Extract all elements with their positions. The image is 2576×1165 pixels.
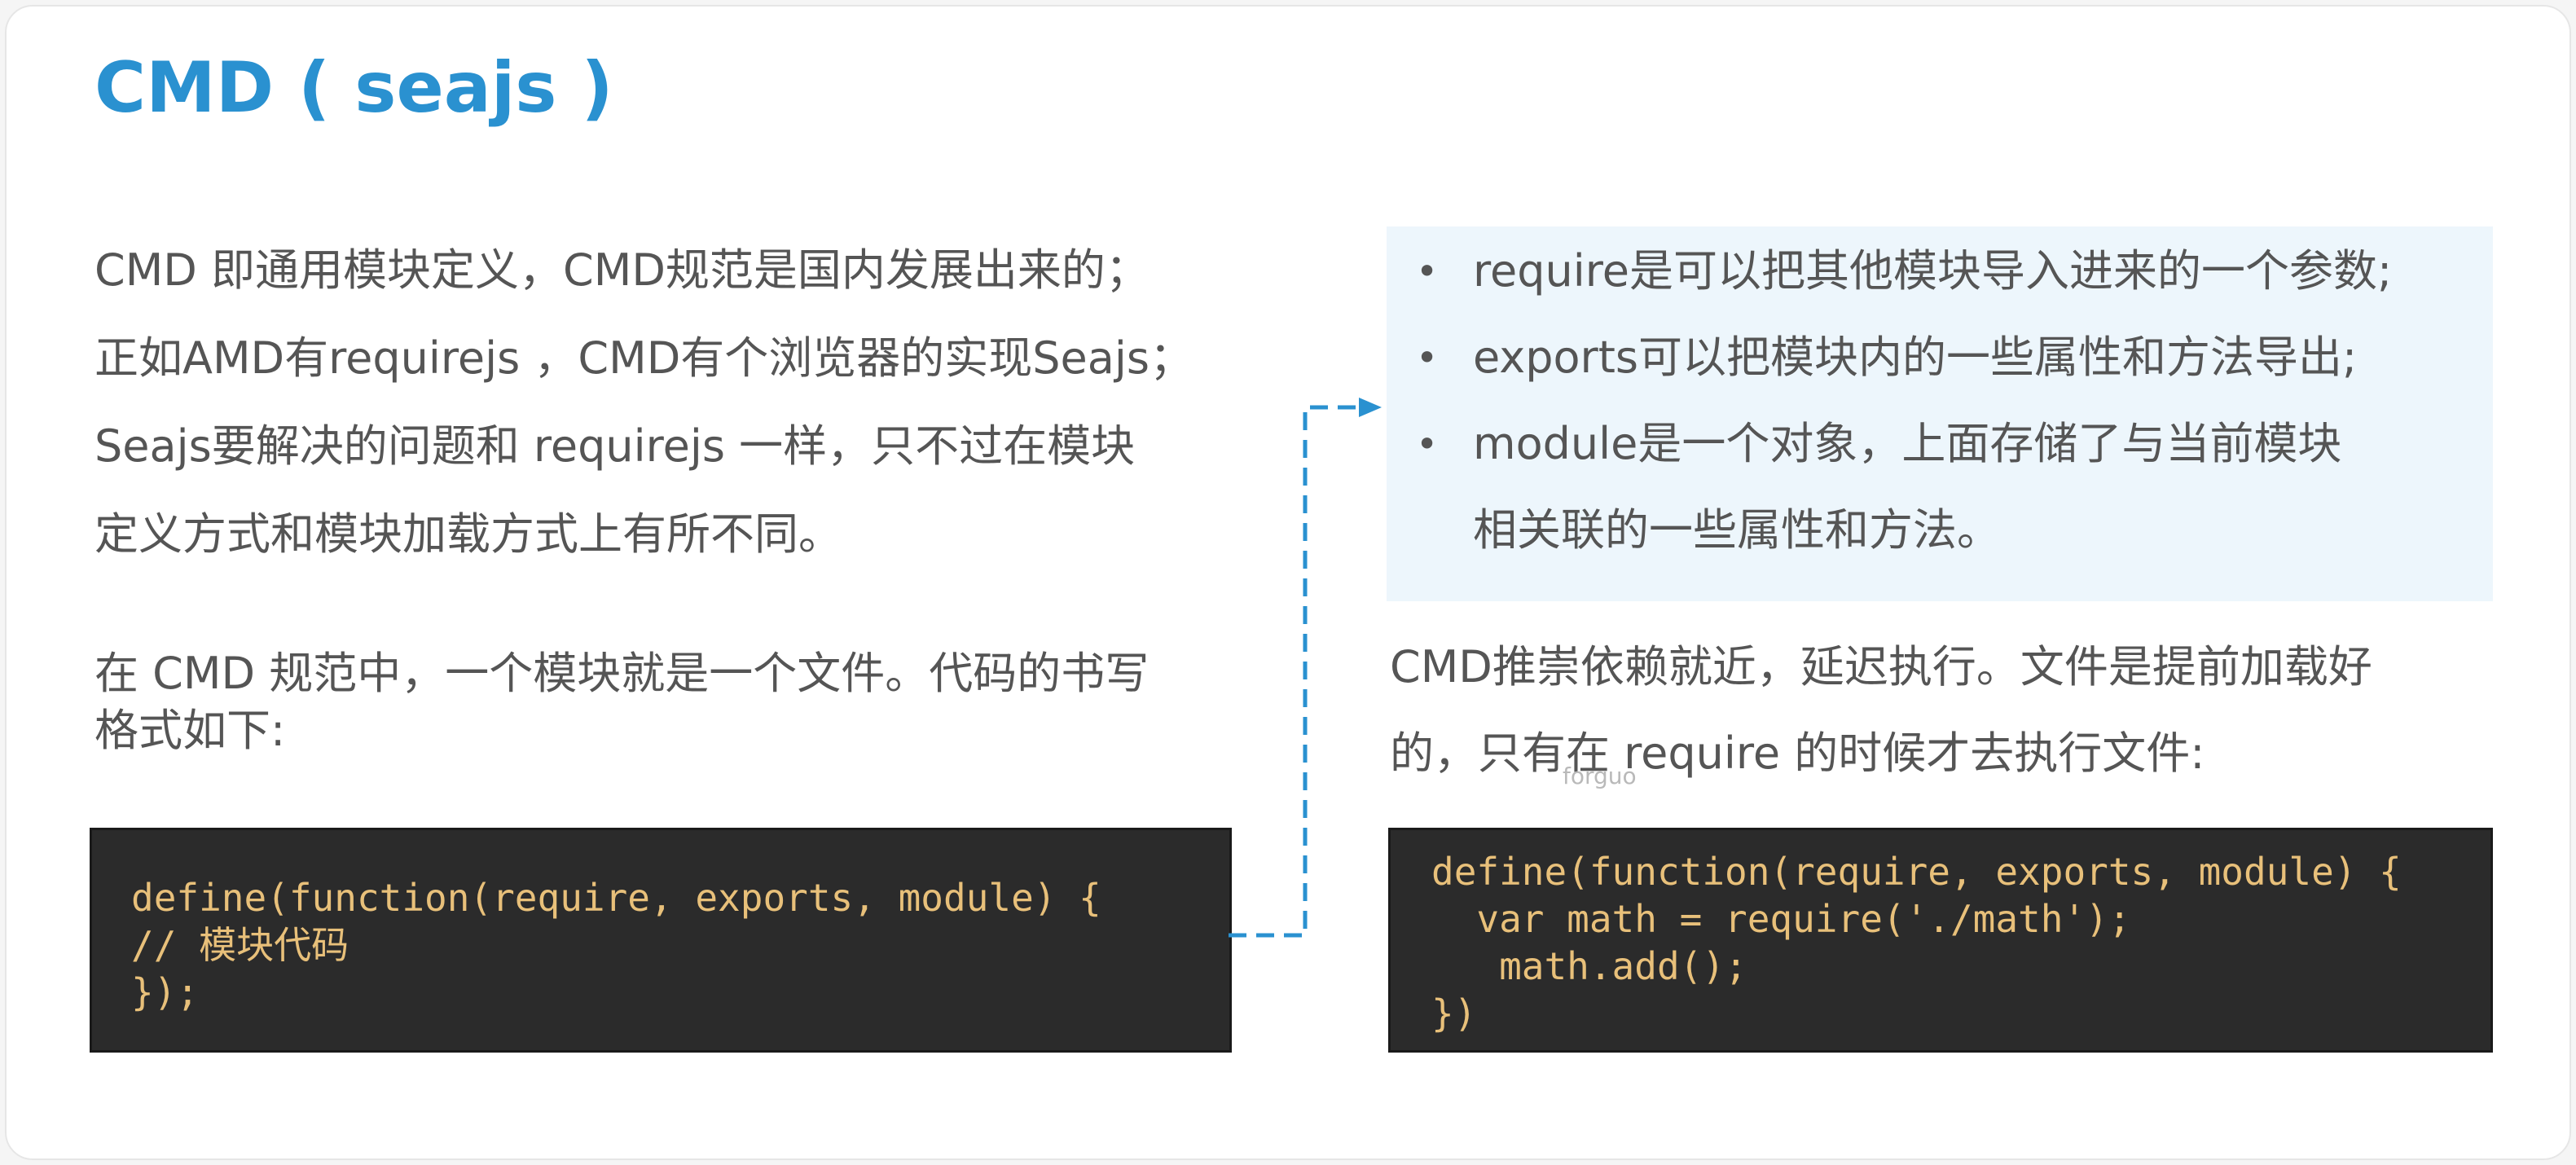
file-intro-line: 在 CMD 规范中，一个模块就是一个文件。代码的书写 [95,648,1150,699]
slide-card: CMD ( seajs ) CMD 即通用模块定义，CMD规范是国内发展出来的；… [5,5,2571,1160]
info-bullet-list: • require是可以把其他模块导入进来的一个参数; • exports可以把… [1387,228,2392,574]
code-line: math.add(); [1431,944,1747,988]
code-line: var math = require('./math'); [1431,897,2131,941]
file-intro-paragraph: 在 CMD 规范中，一个模块就是一个文件。代码的书写 格式如下: [95,645,1149,759]
file-intro-line: 格式如下: [95,705,286,756]
code-line: define(function(require, exports, module… [131,876,1101,920]
bullet-dot-icon: • [1416,249,1439,293]
intro-line: Seajs要解决的问题和 requirejs 一样，只不过在模块 [95,420,1136,472]
code-line: }); [131,970,200,1014]
bullet-item-require: • require是可以把其他模块导入进来的一个参数; [1387,228,2392,314]
bullet-item-module: • module是一个对象，上面存储了与当前模块 相关联的一些属性和方法。 [1387,401,2392,574]
bullet-dot-icon: • [1416,422,1439,466]
intro-paragraph: CMD 即通用模块定义，CMD规范是国内发展出来的； 正如AMD有require… [95,226,1193,578]
code-line: // 模块代码 [131,923,349,967]
bullet-text: 相关联的一些属性和方法。 [1473,504,2001,556]
code-block-define-template: define(function(require, exports, module… [90,828,1232,1053]
bullet-text: require是可以把其他模块导入进来的一个参数; [1473,245,2393,297]
bullet-item-exports: • exports可以把模块内的一些属性和方法导出; [1387,314,2392,401]
watermark-text: forguo [1563,763,1637,789]
cmd-preference-paragraph: CMD推崇依赖就近，延迟执行。文件是提前加载好 的，只有在 require 的时… [1390,624,2372,797]
cmd-preference-line: CMD推崇依赖就近，延迟执行。文件是提前加载好 [1390,641,2372,692]
intro-line: 定义方式和模块加载方式上有所不同。 [95,508,842,560]
cmd-preference-line: 的，只有在 require 的时候才去执行文件: [1390,728,2205,779]
code-block-require-example: define(function(require, exports, module… [1388,828,2493,1053]
bullet-text: module是一个对象，上面存储了与当前模块 [1473,418,2342,469]
intro-line: CMD 即通用模块定义，CMD规范是国内发展出来的； [95,244,1150,296]
info-box: • require是可以把其他模块导入进来的一个参数; • exports可以把… [1387,226,2493,601]
intro-line: 正如AMD有requirejs ，CMD有个浏览器的实现Seajs； [95,332,1193,384]
bullet-dot-icon: • [1416,336,1439,380]
code-line: }) [1431,991,1477,1035]
page-title: CMD ( seajs ) [95,47,613,129]
bullet-text: exports可以把模块内的一些属性和方法导出; [1473,332,2358,383]
code-line: define(function(require, exports, module… [1431,850,2402,894]
